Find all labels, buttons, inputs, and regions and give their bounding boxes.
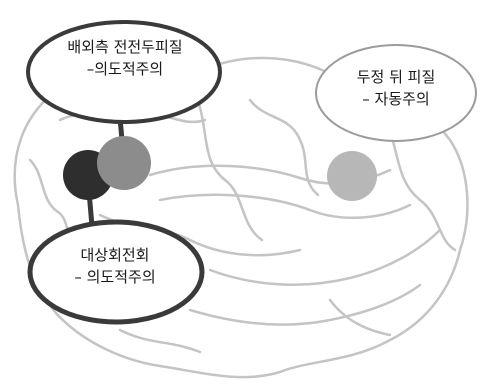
region-prefrontal bbox=[97, 136, 151, 190]
label-dlpfc-function: –의도적주의 bbox=[86, 60, 164, 78]
label-parietal-function: – 자동주의 bbox=[362, 90, 430, 108]
brain-fold bbox=[118, 328, 202, 354]
label-posterior-parietal: 두정 뒤 피질 – 자동주의 bbox=[320, 66, 472, 110]
brain-fold bbox=[158, 193, 412, 220]
brain-fold bbox=[328, 298, 392, 337]
label-ellipse-parietal bbox=[315, 44, 477, 142]
label-ellipse-acc bbox=[27, 219, 205, 325]
region-parietal bbox=[327, 151, 377, 201]
label-acc-title: 대상회전회 bbox=[80, 246, 150, 264]
brain-fold bbox=[193, 90, 264, 242]
label-dorsolateral-prefrontal: 배외측 전전두피질 –의도적주의 bbox=[30, 36, 220, 80]
label-acc-function: – 의도적주의 bbox=[74, 268, 156, 286]
label-dlpfc-title: 배외측 전전두피질 bbox=[67, 38, 183, 56]
label-parietal-title: 두정 뒤 피질 bbox=[356, 68, 436, 86]
label-anterior-cingulate: 대상회전회 – 의도적주의 bbox=[40, 244, 190, 288]
brain-sketch bbox=[13, 56, 469, 379]
brain-fold bbox=[208, 228, 442, 286]
label-ellipse-dlpfc bbox=[26, 20, 222, 124]
brain-fold bbox=[188, 283, 422, 326]
brain-fold bbox=[383, 118, 457, 252]
